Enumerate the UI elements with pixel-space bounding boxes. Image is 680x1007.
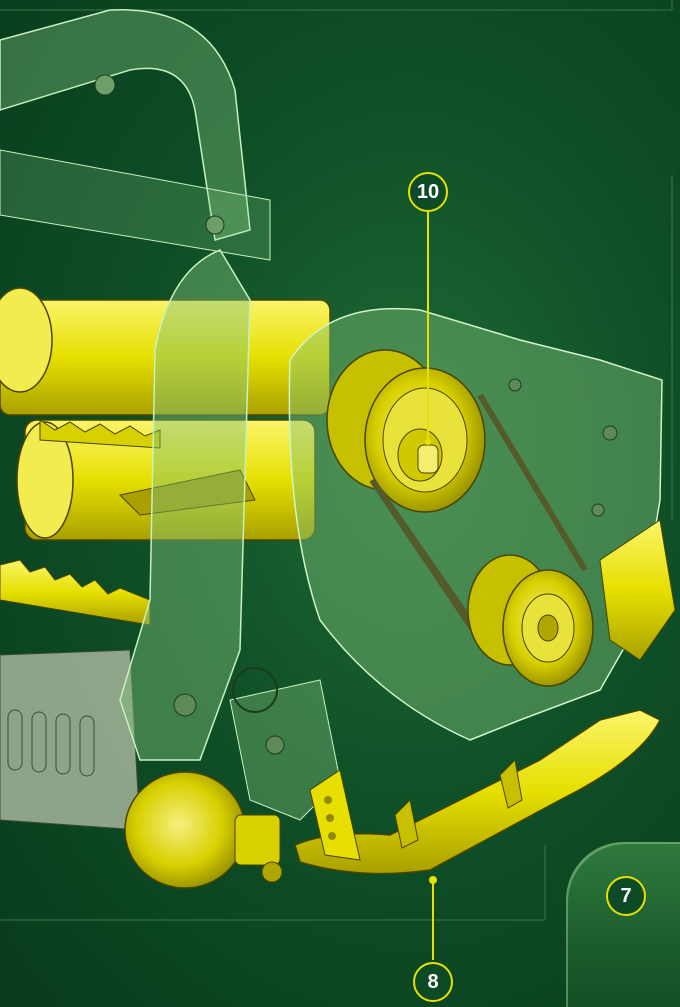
leader-dot-8: [429, 876, 437, 884]
callout-10: 10: [408, 172, 448, 212]
leader-dot-10: [425, 439, 431, 445]
roller-end: [124, 771, 283, 889]
callout-8: 8: [413, 962, 453, 1002]
skid-shoe: [294, 709, 662, 875]
callout-7: 7: [606, 876, 646, 916]
side-tab: [566, 842, 680, 1007]
transparent-arch: [0, 8, 271, 261]
small-pulley: [467, 554, 594, 687]
side-plate: [119, 249, 341, 821]
right-bracket: [599, 519, 676, 661]
large-pulley: [326, 349, 486, 513]
serrated-blade: [0, 419, 161, 626]
lower-housing: [0, 649, 141, 831]
